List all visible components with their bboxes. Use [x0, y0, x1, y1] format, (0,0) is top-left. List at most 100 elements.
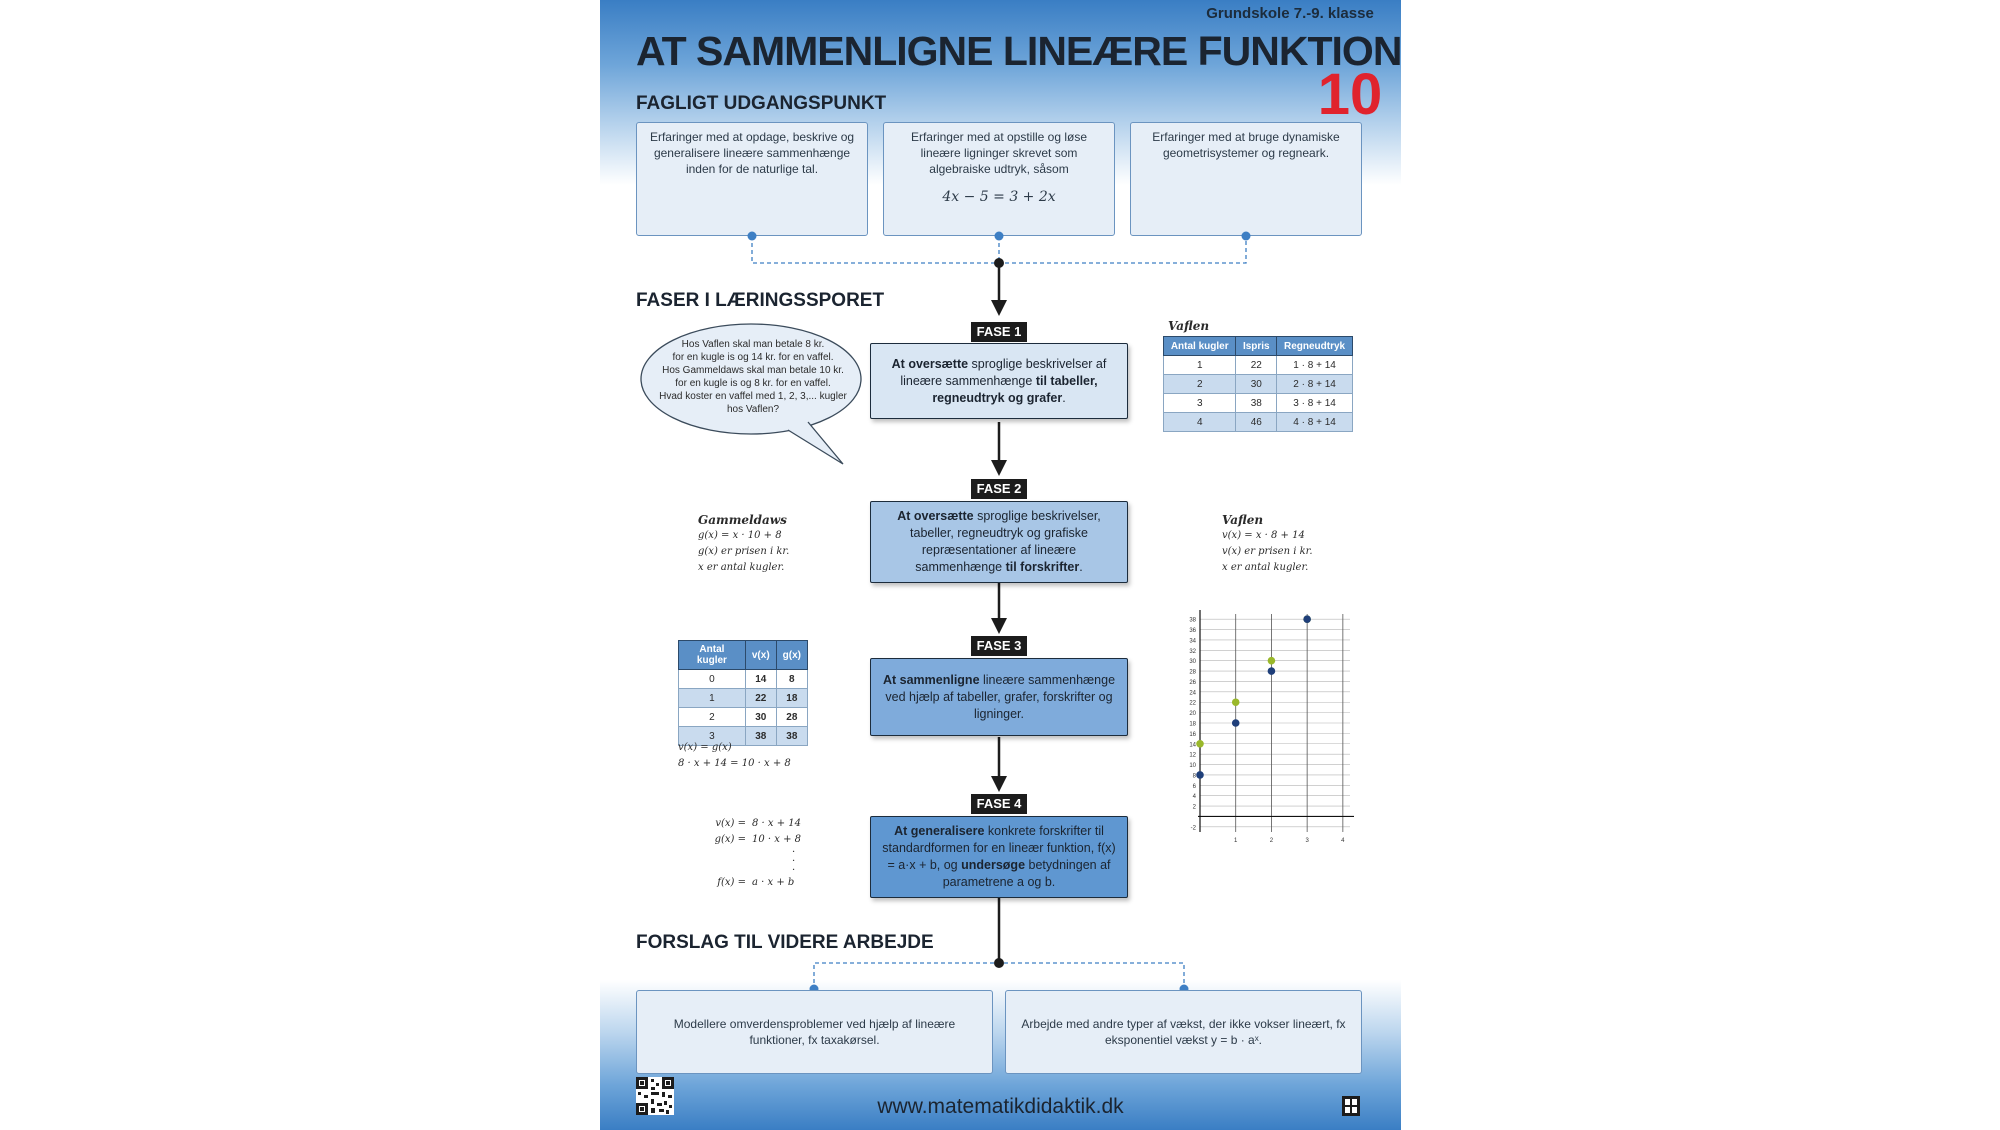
point-v	[1267, 656, 1276, 665]
y-tick-label: 38	[1189, 618, 1196, 624]
table-cell: 14	[744, 669, 777, 689]
phase-1-text-2: .	[1062, 390, 1066, 405]
point-g	[1196, 771, 1204, 779]
phase-4-text: konkrete forskrifter til standardformen …	[882, 824, 1116, 872]
table-cell: 22	[1235, 355, 1278, 375]
starting-box-3-text: Erfaringer med at bruge dynamiske geomet…	[1152, 130, 1340, 160]
y-tick-label: 4	[1193, 794, 1197, 800]
y-tick-label: 12	[1189, 753, 1196, 759]
qr-code-icon	[636, 1077, 674, 1115]
general-form-lhs	[700, 866, 746, 875]
phase-4-text-2: betydningen af parametrene a og b.	[942, 858, 1111, 889]
general-form-row: g(x) = 10 · x + 8	[700, 832, 820, 848]
table-cell: 0	[678, 669, 746, 689]
further-box-1: Modellere omverdensproblemer ved hjælp a…	[636, 990, 993, 1074]
general-form-row: ·	[700, 857, 820, 867]
table-cell: 1	[1162, 355, 1237, 375]
starting-box-1-text: Erfaringer med at opdage, beskrive og ge…	[649, 130, 855, 176]
phase-2-bold: At oversætte	[897, 509, 974, 523]
compare-equations: v(x) = g(x) 8 · x + 14 = 10 · x + 8	[678, 740, 791, 772]
x-tick-label: 2	[1270, 838, 1274, 844]
vaflen-title: Vaflen	[1222, 513, 1264, 527]
y-tick-label: 18	[1189, 722, 1196, 728]
y-tick-label: 34	[1189, 638, 1196, 644]
point-v	[1196, 739, 1204, 748]
general-form-lhs	[700, 857, 746, 866]
table-cell: 38	[775, 726, 809, 746]
phase-2-tag: FASE 2	[971, 479, 1027, 499]
speech-bubble	[640, 323, 862, 465]
y-tick-label: 6	[1193, 784, 1197, 790]
arrow-head	[991, 300, 1007, 316]
bubble-line: Hos Gammeldaws skal man betale 10 kr.	[662, 365, 844, 376]
general-form: v(x) =8 · x + 14 g(x) =10 · x + 8 · · · …	[700, 816, 820, 891]
further-box-2-text: Arbejde med andre typer af vækst, der ik…	[1021, 1017, 1346, 1047]
table-cell: 1 · 8 + 14	[1276, 355, 1353, 375]
y-tick-label: 16	[1189, 732, 1196, 738]
phase-2-text-2: .	[1079, 560, 1083, 574]
connector-lines	[747, 231, 1251, 994]
poster: Grundskole 7.-9. klasse AT SAMMENLIGNE L…	[600, 0, 1401, 1130]
y-tick-label: 22	[1189, 701, 1196, 707]
table-cell: 3	[678, 726, 746, 746]
general-form-lhs	[700, 848, 746, 857]
table-cell: 3 · 8 + 14	[1276, 393, 1353, 413]
general-form-rhs: ·	[792, 865, 796, 876]
general-form-lhs: v(x) =	[715, 818, 746, 829]
general-form-row: v(x) =8 · x + 14	[700, 816, 820, 832]
table-cell: 30	[1235, 374, 1278, 394]
further-box-1-text: Modellere omverdensproblemer ved hjælp a…	[673, 1017, 956, 1047]
general-form-row: ·	[700, 848, 820, 858]
phase-1-tag: FASE 1	[971, 322, 1027, 342]
table-cell: 22	[744, 688, 777, 708]
vaflen-note: Vaflen v(x) = x · 8 + 14 v(x) er prisen …	[1222, 512, 1313, 576]
phase-1-text: sproglige beskrivelser af lineære sammen…	[900, 356, 1107, 388]
y-tick-label: 14	[1189, 742, 1196, 748]
arrow-head	[991, 618, 1007, 634]
publisher-logo-icon	[1342, 1096, 1360, 1116]
table-cell: 2 · 8 + 14	[1276, 374, 1353, 394]
vaflen-caption-text: Vaflen	[1168, 319, 1210, 333]
table-cell: 2	[678, 707, 746, 727]
general-form-lhs: g(x) =	[714, 834, 746, 845]
section-phases: FASER I LÆRINGSSPORET	[636, 290, 885, 311]
x-tick-label: 1	[1234, 838, 1238, 844]
bubble-line: Hvad koster en vaffel med 1, 2, 3,... ku…	[659, 391, 847, 402]
x-tick-label: 4	[1341, 838, 1345, 844]
point-v	[1231, 698, 1240, 707]
footer-url[interactable]: www.matematikdidaktik.dk	[877, 1095, 1124, 1118]
vaflen-line: v(x) = x · 8 + 14	[1222, 530, 1305, 541]
general-form-lhs: f(x) =	[717, 877, 746, 888]
x-tick-label: 3	[1305, 838, 1309, 844]
starting-box-2-text: Erfaringer med at opstille og løse lineæ…	[910, 130, 1088, 176]
vaflen-table-caption: Vaflen	[1168, 318, 1209, 336]
bubble-line: hos Vaflen?	[726, 404, 780, 415]
y-tick-label: 10	[1189, 763, 1196, 769]
connector-dot	[1241, 231, 1251, 241]
compare-equation: 8 · x + 14 = 10 · x + 8	[678, 758, 791, 769]
section-starting-point: FAGLIGT UDGANGSPUNKT	[636, 93, 887, 114]
y-tick-label: 20	[1189, 711, 1196, 717]
phase-3-tag: FASE 3	[971, 636, 1027, 656]
table-cell: 38	[744, 726, 777, 746]
speech-bubble-text: Hos Vaflen skal man betale 8 kr. for en …	[658, 338, 848, 416]
gammeldaws-line: g(x) = x · 10 + 8	[698, 530, 782, 541]
grade-label: Grundskole 7.-9. klasse	[1206, 5, 1374, 22]
phase-2-box: At oversætte sproglige beskrivelser, tab…	[870, 501, 1128, 583]
phase-2-text: sproglige beskrivelser, tabeller, regneu…	[910, 509, 1101, 574]
y-tick-label: 8	[1193, 773, 1197, 779]
table-cell: 30	[744, 707, 777, 727]
table-cell: 28	[775, 707, 809, 727]
table-cell: 4	[1162, 412, 1237, 432]
bubble-line: Hos Vaflen skal man betale 8 kr.	[681, 339, 825, 350]
starting-box-2-formula: 4x − 5 = 3 + 2x	[942, 189, 1056, 205]
vaflen-header: Antal kugler	[1162, 336, 1237, 356]
junction-dot	[994, 958, 1004, 968]
general-form-rhs: 10 · x + 8	[752, 834, 801, 845]
compare-header: g(x)	[775, 640, 809, 670]
